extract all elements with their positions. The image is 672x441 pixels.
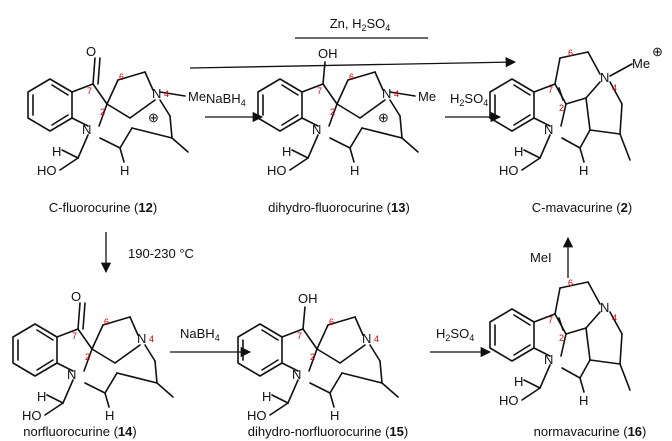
structure-2: N Me ⊕ N H H HO 7 6 2 4 [489, 44, 663, 178]
condition-nabh4-top: NaBH4 [206, 91, 246, 108]
structure-12: O N N Me ⊕ H H HO 7 6 2 4 [27, 44, 206, 178]
locant-7-14: 7 [72, 331, 77, 341]
label-15: dihydro-norfluorocurine (15) [248, 424, 408, 439]
condition-zn-h2so4: Zn, H2SO4 [330, 16, 391, 33]
hydroxymethyl-14: HO [22, 408, 42, 423]
locant-7-15: 7 [297, 331, 302, 341]
label-12: C-fluorocurine (12) [49, 200, 157, 215]
hydrogen-12a: H [52, 144, 61, 159]
hydrogen-12b: H [120, 163, 129, 178]
hydroxymethyl-12: HO [37, 163, 57, 178]
locant-2-15: 2 [310, 352, 315, 362]
locant-6-16: 6 [568, 278, 573, 288]
locant-2-16: 2 [559, 333, 564, 343]
locant-2-13: 2 [330, 107, 335, 117]
hydroxyl-13: OH [318, 46, 338, 61]
locant-2-2: 2 [559, 103, 564, 113]
hydrogen-2b: H [579, 163, 588, 178]
condition-h2so4-top: H2SO4 [450, 91, 488, 108]
structure-16: N N H H HO 7 6 2 4 [489, 278, 631, 408]
hydrogen-14b: H [105, 408, 114, 423]
hydrogen-16a: H [514, 374, 523, 389]
charge-13: ⊕ [378, 110, 389, 125]
nitrogen-n1-16: N [544, 352, 553, 367]
locant-6-14: 6 [104, 317, 109, 327]
hydroxymethyl-16: HO [499, 393, 519, 408]
structure-15: OH N N H H HO 7 6 2 4 [237, 291, 399, 423]
label-14: norfluorocurine (14) [23, 424, 136, 439]
nitrogen-n4-14: N [137, 331, 146, 346]
locant-7-16: 7 [548, 315, 553, 325]
locant-6-12: 6 [119, 72, 124, 82]
nitrogen-n1-13: N [312, 122, 321, 137]
hydrogen-15a: H [262, 389, 271, 404]
locant-2-14: 2 [85, 352, 90, 362]
locant-4-12: 4 [164, 89, 169, 99]
locant-7-12: 7 [87, 86, 92, 96]
charge-12: ⊕ [148, 110, 159, 125]
hydrogen-2a: H [514, 144, 523, 159]
nitrogen-n1-2: N [544, 122, 553, 137]
structure-13: OH N N Me ⊕ H H HO 7 6 2 4 [257, 46, 436, 178]
nitrogen-n4-12: N [152, 86, 161, 101]
oxygen-12: O [86, 44, 96, 59]
hydrogen-13a: H [282, 144, 291, 159]
nitrogen-n1-15: N [292, 367, 301, 382]
hydroxyl-15: OH [298, 291, 318, 306]
locant-4-13: 4 [394, 89, 399, 99]
label-2: C-mavacurine (2) [532, 200, 632, 215]
hydrogen-13b: H [350, 163, 359, 178]
oxygen-14: O [71, 289, 81, 304]
locant-7-2: 7 [548, 85, 553, 95]
locant-4-14: 4 [149, 334, 154, 344]
nitrogen-n4-13: N [382, 86, 391, 101]
locant-7-13: 7 [317, 86, 322, 96]
locant-4-2: 4 [612, 83, 617, 93]
label-16: normavacurine (16) [534, 424, 647, 439]
condition-nabh4-bottom: NaBH4 [180, 326, 220, 343]
locant-2-12: 2 [100, 107, 105, 117]
nitrogen-n4-16: N [600, 300, 609, 315]
condition-thermal: 190-230 °C [128, 246, 194, 261]
methyl-13: Me [418, 89, 436, 104]
arrow-12-to-2 [189, 56, 517, 69]
nitrogen-n1-14: N [67, 367, 76, 382]
charge-2: ⊕ [652, 44, 663, 59]
locant-4-15: 4 [374, 334, 379, 344]
nitrogen-n4-2: N [600, 70, 609, 85]
nitrogen-n4-15: N [362, 331, 371, 346]
locant-4-16: 4 [612, 313, 617, 323]
structure-14: O N N H H HO 7 6 2 4 [12, 289, 174, 423]
hydroxymethyl-15: HO [247, 408, 267, 423]
hydrogen-14a: H [37, 389, 46, 404]
hydroxymethyl-13: HO [267, 163, 287, 178]
condition-h2so4-bottom: H2SO4 [436, 326, 474, 343]
nitrogen-n1-12: N [82, 122, 91, 137]
locant-6-15: 6 [329, 317, 334, 327]
hydrogen-16b: H [579, 393, 588, 408]
locant-6-13: 6 [349, 72, 354, 82]
hydrogen-15b: H [330, 408, 339, 423]
methyl-2: Me [632, 56, 650, 71]
label-13: dihydro-fluorocurine (13) [268, 200, 410, 215]
methyl-12: Me [188, 89, 206, 104]
condition-mei: MeI [530, 250, 552, 265]
locant-6-2: 6 [568, 48, 573, 58]
hydroxymethyl-2: HO [499, 163, 519, 178]
